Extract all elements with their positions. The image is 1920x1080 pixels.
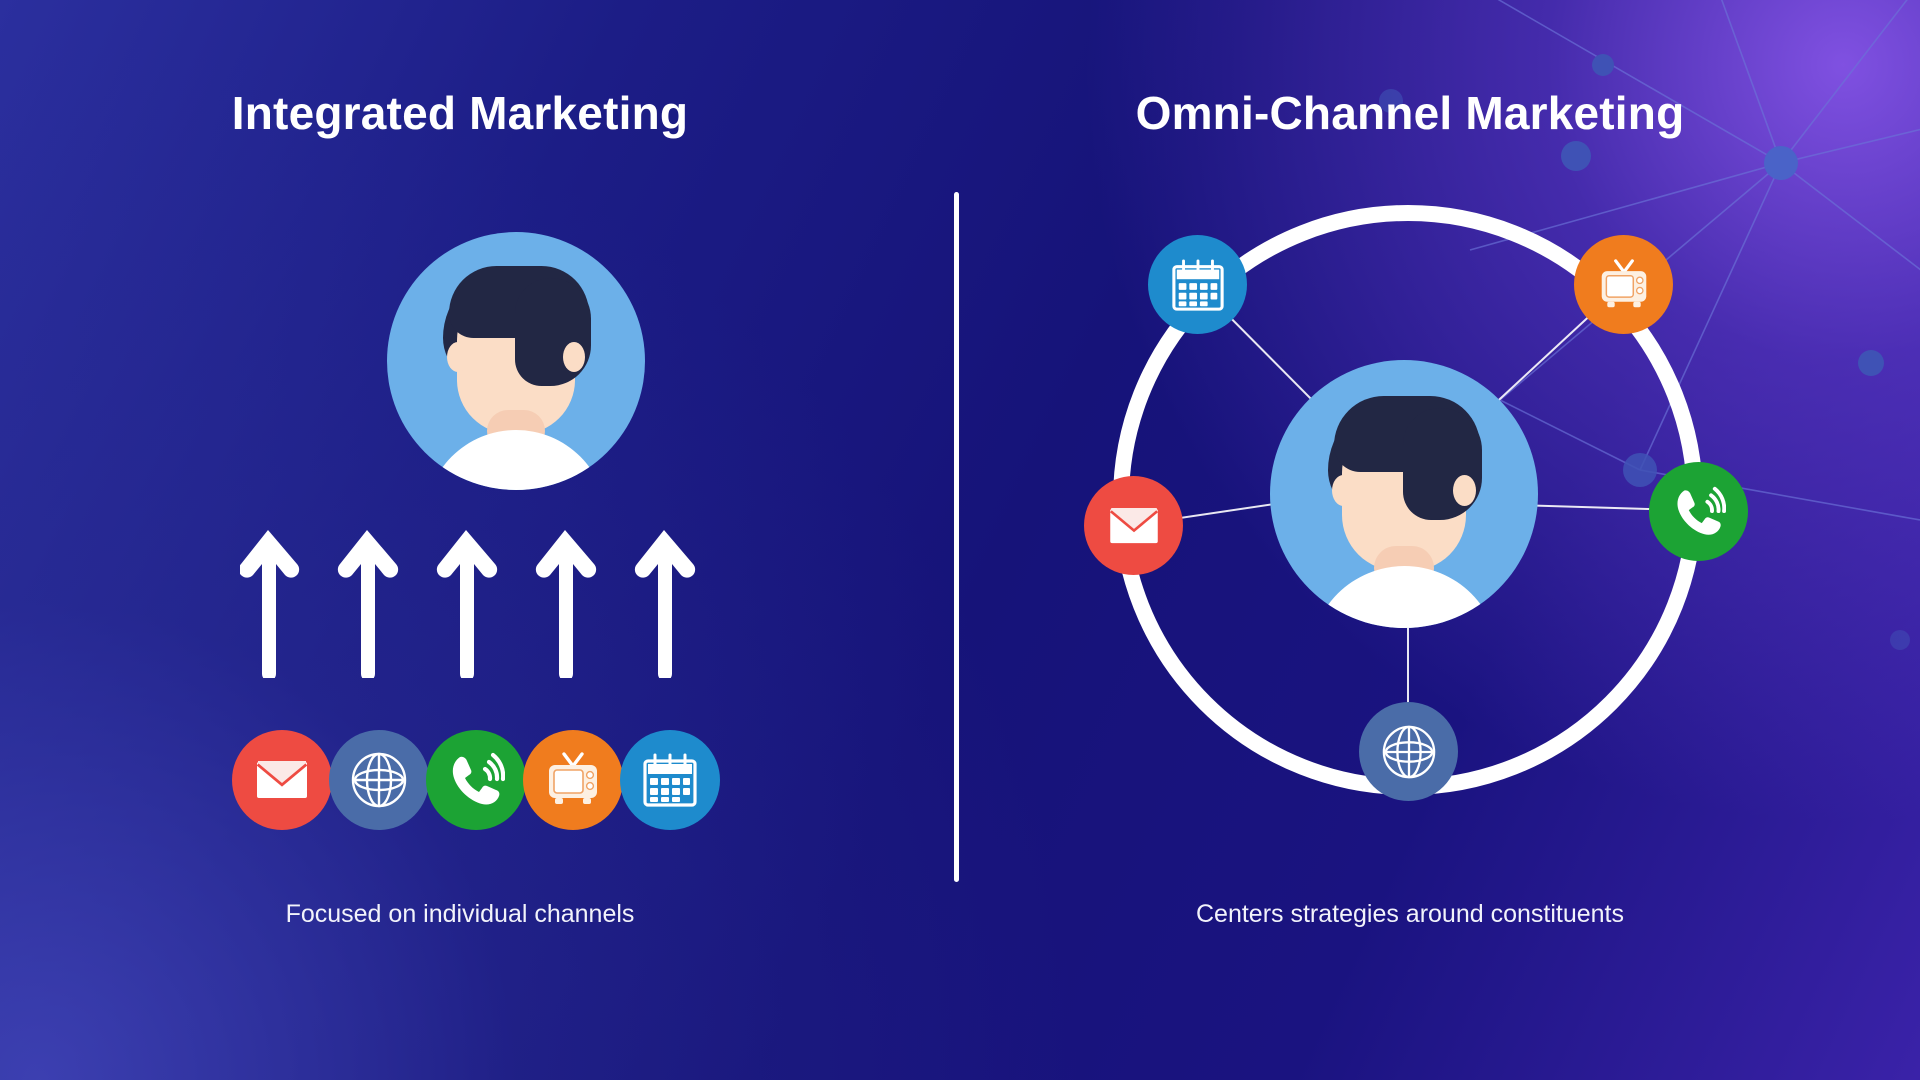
tv-icon	[544, 752, 602, 808]
arrow-up-icon	[535, 530, 597, 678]
channel-icon-calendar[interactable]	[620, 730, 720, 830]
omni-node-calendar[interactable]	[1148, 235, 1247, 334]
globe-icon	[1381, 724, 1437, 780]
envelope-icon	[1109, 507, 1159, 545]
arrow-up-icon	[436, 530, 498, 678]
arrow-up-icon	[240, 530, 300, 678]
envelope-icon	[256, 760, 308, 800]
channel-icon-phone[interactable]	[426, 730, 526, 830]
globe-icon	[350, 751, 408, 809]
right-panel-caption: Centers strategies around constituents	[1195, 900, 1624, 928]
tv-icon	[1597, 258, 1651, 311]
arrow-up-icon	[634, 530, 696, 678]
channel-arrows	[240, 528, 710, 678]
omni-node-email[interactable]	[1084, 476, 1183, 575]
calendar-icon	[642, 752, 698, 808]
right-panel-title: Omni-Channel Marketing	[1135, 87, 1685, 139]
network-hub-node	[1764, 146, 1798, 180]
deco-dot	[1890, 630, 1910, 650]
left-panel-title: Integrated Marketing	[231, 87, 689, 139]
arrow-up-icon	[337, 530, 399, 678]
omni-node-tv[interactable]	[1574, 235, 1673, 334]
customer-avatar	[387, 232, 645, 490]
channel-icon-row	[232, 730, 722, 840]
channel-icon-email[interactable]	[232, 730, 332, 830]
deco-dot	[1592, 54, 1614, 76]
calendar-icon	[1171, 258, 1225, 312]
deco-dot	[1858, 350, 1884, 376]
left-panel-caption: Focused on individual channels	[285, 900, 635, 928]
channel-icon-tv[interactable]	[523, 730, 623, 830]
phone-icon	[447, 752, 505, 808]
omni-node-web[interactable]	[1359, 702, 1458, 801]
deco-dot	[1561, 141, 1591, 171]
omni-node-phone[interactable]	[1649, 462, 1748, 561]
phone-icon	[1672, 486, 1726, 538]
vertical-divider	[954, 192, 959, 882]
channel-icon-web[interactable]	[329, 730, 429, 830]
constituent-avatar	[1270, 360, 1538, 628]
omni-channel-diagram	[1058, 180, 1758, 880]
